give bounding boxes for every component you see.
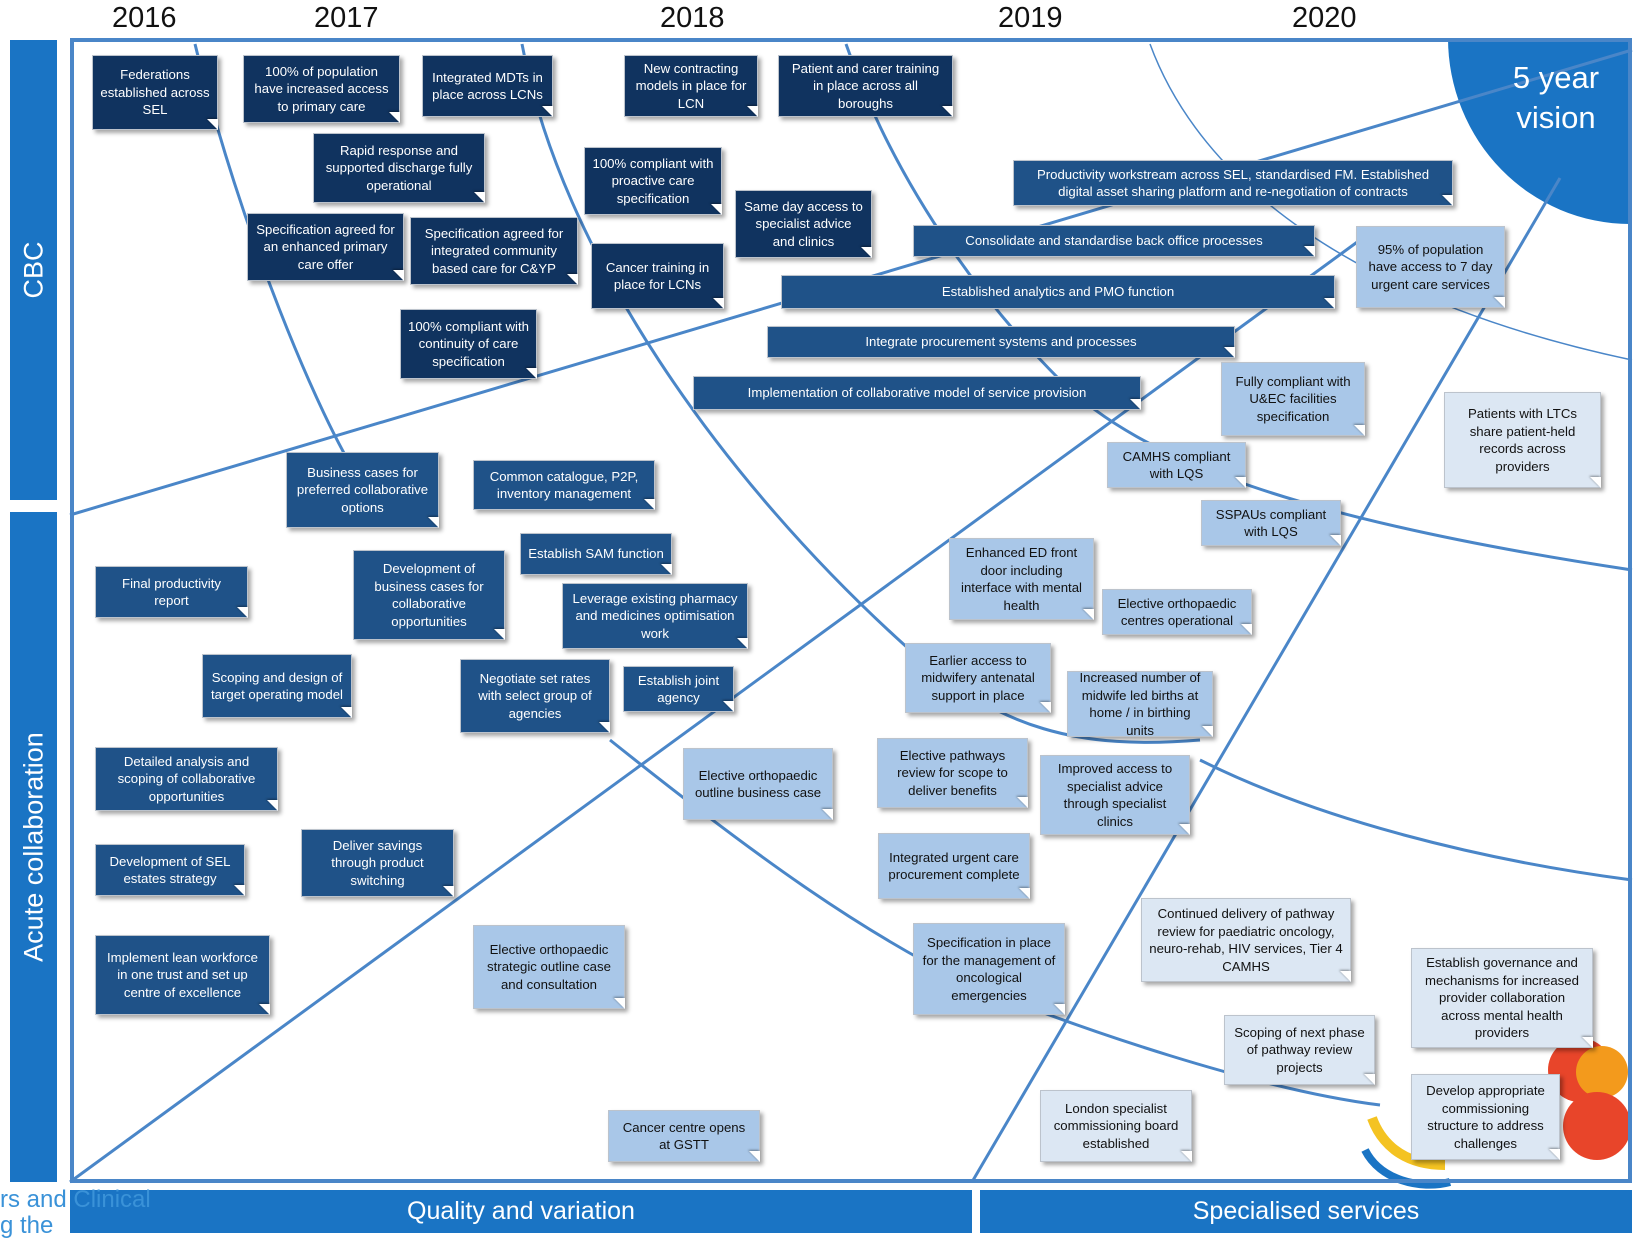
card-catalogue: Common catalogue, P2P, inventory managem… (473, 460, 655, 510)
diagonal-specialised (970, 177, 1562, 1183)
card-rapid-response: Rapid response and supported discharge f… (313, 133, 485, 203)
section-cbc: CBC (10, 40, 57, 500)
card-estates: Development of SEL estates strategy (95, 844, 245, 896)
card-sam: Establish SAM function (520, 533, 672, 575)
card-ortho-outline: Elective orthopaedic outline business ca… (683, 748, 833, 820)
card-product-switching: Deliver savings through product switchin… (301, 829, 454, 897)
clipped-text-1: rs and Clinical (0, 1186, 151, 1213)
card-federations: Federations established across SEL (92, 55, 218, 130)
year-2020: 2020 (1292, 2, 1357, 34)
card-pathways-review: Elective pathways review for scope to de… (877, 738, 1028, 808)
card-business-cases: Business cases for preferred collaborati… (286, 452, 439, 528)
card-london-board: London specialist commissioning board es… (1040, 1090, 1192, 1162)
card-continuity: 100% compliant with continuity of care s… (400, 309, 537, 379)
card-ortho-strategic: Elective orthopaedic strategic outline c… (473, 925, 625, 1009)
card-negotiate-rates: Negotiate set rates with select group of… (460, 659, 610, 733)
card-paediatric: Continued delivery of pathway review for… (1141, 898, 1351, 982)
card-detailed-analysis: Detailed analysis and scoping of collabo… (95, 747, 278, 811)
vision-line-2: vision (1516, 100, 1596, 135)
section-cbc-label: CBC (18, 241, 48, 299)
card-oncological: Specification in place for the managemen… (913, 923, 1065, 1015)
year-2016: 2016 (112, 2, 177, 34)
card-back-office: Consolidate and standardise back office … (913, 225, 1315, 257)
card-pharmacy: Leverage existing pharmacy and medicines… (562, 583, 748, 649)
card-proactive-care: 100% compliant with proactive care speci… (584, 147, 722, 215)
vision-label: 5 year vision (1482, 58, 1630, 138)
card-contracting: New contracting models in place for LCN (624, 55, 758, 117)
card-midwifery: Earlier access to midwifery antenatal su… (905, 643, 1051, 713)
card-primary-access: 100% of population have increased access… (243, 55, 400, 123)
curve-acute (1199, 758, 1633, 882)
year-2018: 2018 (660, 2, 725, 34)
card-joint-agency: Establish joint agency (623, 666, 734, 712)
card-scoping-design: Scoping and design of target operating m… (202, 654, 352, 718)
card-specialist-advice: Improved access to specialist advice thr… (1040, 755, 1190, 835)
people-logo (1361, 1038, 1631, 1189)
clipped-text-2: g the (0, 1212, 54, 1239)
card-mdts: Integrated MDTs in place across LCNs (422, 55, 553, 117)
card-ltc-records: Patients with LTCs share patient-held re… (1444, 392, 1601, 488)
card-sspau: SSPAUs compliant with LQS (1201, 500, 1341, 546)
section-specialised: Specialised services (980, 1190, 1632, 1233)
card-urgent-procurement: Integrated urgent care procurement compl… (878, 833, 1030, 899)
card-commissioning-structure: Develop appropriate commissioning struct… (1411, 1074, 1560, 1160)
card-elective-ortho-centres: Elective orthopaedic centres operational (1102, 589, 1252, 635)
card-collab-model: Implementation of collaborative model of… (693, 376, 1141, 410)
roadmap-frame (70, 38, 1632, 1183)
card-productivity: Productivity workstream across SEL, stan… (1013, 160, 1453, 206)
card-uec: Fully compliant with U&EC facilities spe… (1221, 362, 1365, 436)
card-next-phase: Scoping of next phase of pathway review … (1224, 1015, 1375, 1085)
year-2019: 2019 (998, 2, 1063, 34)
card-same-day: Same day access to specialist advice and… (735, 190, 872, 258)
card-analytics: Established analytics and PMO function (781, 275, 1335, 309)
vision-line-1: 5 year (1512, 60, 1600, 95)
card-enhanced-primary: Specification agreed for an enhanced pri… (247, 213, 404, 281)
card-lean-workforce: Implement lean workforce in one trust an… (95, 935, 270, 1015)
year-2017: 2017 (314, 2, 379, 34)
card-cyp-spec: Specification agreed for integrated comm… (410, 217, 578, 285)
card-ed-front-door: Enhanced ED front door including interfa… (949, 538, 1094, 620)
section-acute: Acute collaboration (10, 512, 57, 1182)
card-urgent-care-95: 95% of population have access to 7 day u… (1356, 226, 1505, 308)
card-dev-business-cases: Development of business cases for collab… (353, 550, 505, 640)
card-carer-training: Patient and carer training in place acro… (778, 55, 953, 117)
card-governance: Establish governance and mechanisms for … (1411, 948, 1593, 1048)
card-final-productivity: Final productivity report (95, 566, 248, 618)
vision-disc (1448, 38, 1630, 224)
section-quality: Quality and variation (70, 1190, 972, 1233)
card-midwife-births: Increased number of midwife led births a… (1067, 670, 1213, 738)
section-acute-label: Acute collaboration (18, 732, 48, 962)
card-procurement: Integrate procurement systems and proces… (767, 326, 1235, 358)
card-cancer-training: Cancer training in place for LCNs (591, 243, 724, 309)
card-camhs: CAMHS compliant with LQS (1107, 442, 1246, 488)
card-cancer-centre: Cancer centre opens at GSTT (608, 1110, 760, 1162)
